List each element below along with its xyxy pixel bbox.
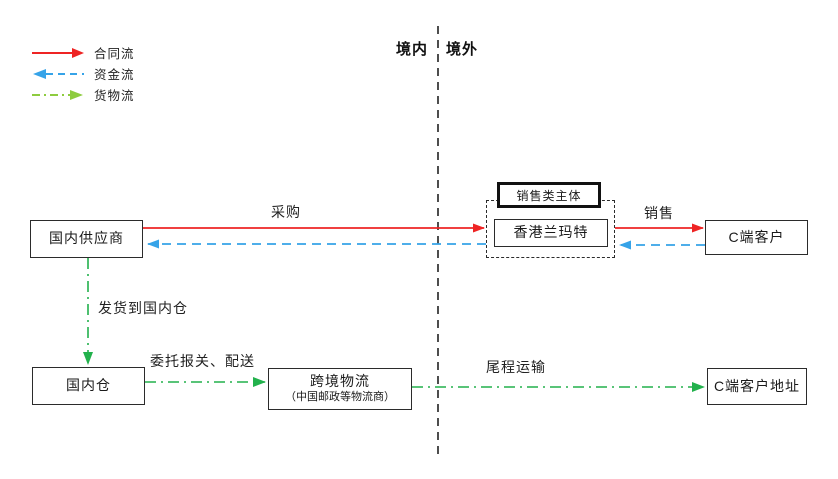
node-label: 国内供应商: [49, 230, 124, 247]
node-c-end-customer-address: C端客户地址: [707, 368, 807, 405]
sales-entity-group-title: 销售类主体: [497, 182, 601, 208]
contract-flow-arrow-icon: [32, 47, 84, 58]
node-crossborder-logistics: 跨境物流 （中国邮政等物流商）: [268, 368, 412, 410]
node-domestic-supplier: 国内供应商: [30, 220, 143, 258]
flow-label-procurement: 采购: [271, 204, 301, 220]
node-sublabel: （中国邮政等物流商）: [285, 390, 395, 403]
legend-item-contract-flow: 合同流: [32, 42, 135, 63]
node-label: 香港兰玛特: [513, 224, 589, 241]
node-label: 销售类主体: [516, 188, 582, 203]
goods-flow-arrow-icon: [32, 89, 83, 100]
node-hk-lanmate: 香港兰玛特: [494, 219, 608, 247]
boundary-label-overseas: 境外: [446, 41, 479, 58]
node-label: C端客户地址: [713, 377, 801, 394]
legend-item-goods-flow: 货物流: [32, 84, 135, 105]
legend: 合同流 资金流 货物流: [32, 42, 135, 105]
flow-label-sales: 销售: [644, 205, 674, 221]
flow-label-ship-to-warehouse: 发货到国内仓: [98, 300, 188, 316]
flow-label-last-mile: 尾程运输: [486, 359, 546, 375]
legend-label: 合同流: [94, 47, 135, 61]
boundary-label-domestic: 境内: [396, 41, 429, 58]
node-label: 国内仓: [66, 377, 111, 394]
node-domestic-warehouse: 国内仓: [32, 367, 145, 405]
flow-label-customs-delivery: 委托报关、配送: [150, 353, 255, 369]
legend-label: 资金流: [94, 68, 135, 82]
node-label: C端客户: [728, 228, 785, 245]
node-label: 跨境物流: [310, 373, 370, 390]
legend-item-capital-flow: 资金流: [32, 63, 135, 84]
node-c-end-customer: C端客户: [705, 220, 808, 255]
capital-flow-arrow-icon: [33, 68, 84, 79]
legend-label: 货物流: [94, 89, 135, 103]
